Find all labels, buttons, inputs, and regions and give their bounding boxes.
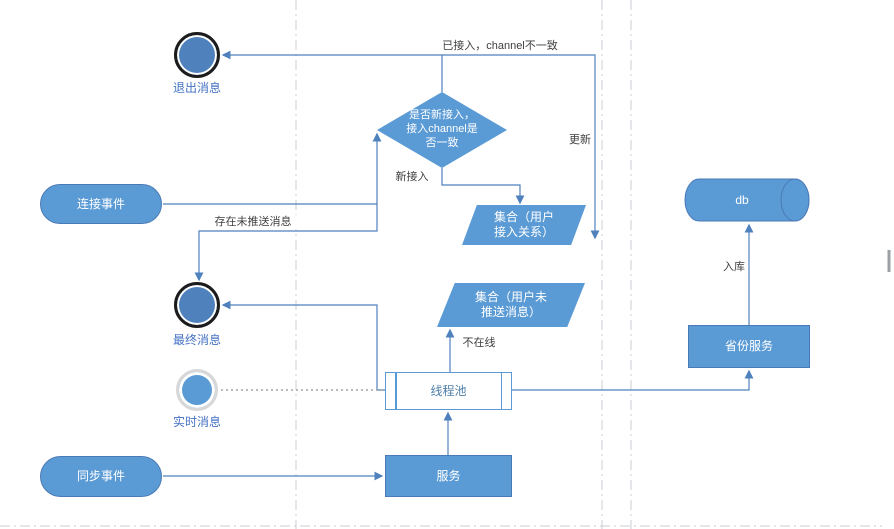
node-realtime-message-circle[interactable]: [176, 369, 218, 411]
edge-threadpool-to-final: [221, 300, 385, 391]
edge-mismatch-to-exit: [221, 50, 443, 92]
node-label: 服务: [436, 468, 461, 483]
threadpool-right-bar: [500, 373, 502, 409]
db-cylinder-shape: [684, 178, 810, 222]
edge-label-new-connection: 新接入: [390, 170, 434, 184]
edge-label-offline: 不在线: [456, 336, 502, 350]
edge-new-to-channel-set: [441, 168, 525, 205]
edge-label-connected-mismatch: 已接入，channel不一致: [415, 39, 585, 53]
node-label: 集合（用户未 推送消息）: [474, 290, 547, 319]
threadpool-left-bar: [395, 373, 397, 409]
node-db[interactable]: db: [683, 177, 815, 223]
edge-label-store: 入库: [720, 260, 748, 274]
node-sync-event[interactable]: 同步事件: [40, 456, 162, 497]
edge-label-has-unpushed: 存在未推送消息: [206, 215, 300, 229]
node-label: db: [735, 193, 749, 207]
node-thread-pool[interactable]: 线程池: [385, 372, 512, 410]
edge-threadpool-to-province: [512, 369, 754, 391]
edge-connect-to-decision: [163, 132, 382, 205]
edge-unpushed-to-final: [194, 204, 378, 282]
node-label: 省份服务: [724, 339, 773, 353]
edge-label-update: 更新: [566, 133, 594, 147]
node-label: 连接事件: [76, 196, 125, 211]
node-label: 是否新接入， 接入channel是 否一致: [406, 109, 478, 149]
caption-exit-message: 退出消息: [172, 81, 221, 95]
caption-realtime-message: 实时消息: [172, 415, 221, 429]
node-service[interactable]: 服务: [385, 455, 512, 497]
node-channel-set[interactable]: 集合（用户 接入关系）: [462, 205, 586, 245]
node-exit-message-circle[interactable]: [174, 32, 220, 78]
node-label: 线程池: [430, 383, 467, 398]
caption-final-message: 最终消息: [172, 333, 221, 347]
node-final-message-circle[interactable]: [174, 282, 220, 328]
node-connect-event[interactable]: 连接事件: [40, 184, 162, 224]
node-province-service[interactable]: 省份服务: [688, 325, 810, 368]
node-unpushed-set[interactable]: 集合（用户未 推送消息）: [437, 283, 585, 327]
node-label: 集合（用户 接入关系）: [493, 210, 554, 239]
edge-update-to-channel-set: [442, 54, 600, 240]
node-label: 同步事件: [76, 469, 125, 483]
